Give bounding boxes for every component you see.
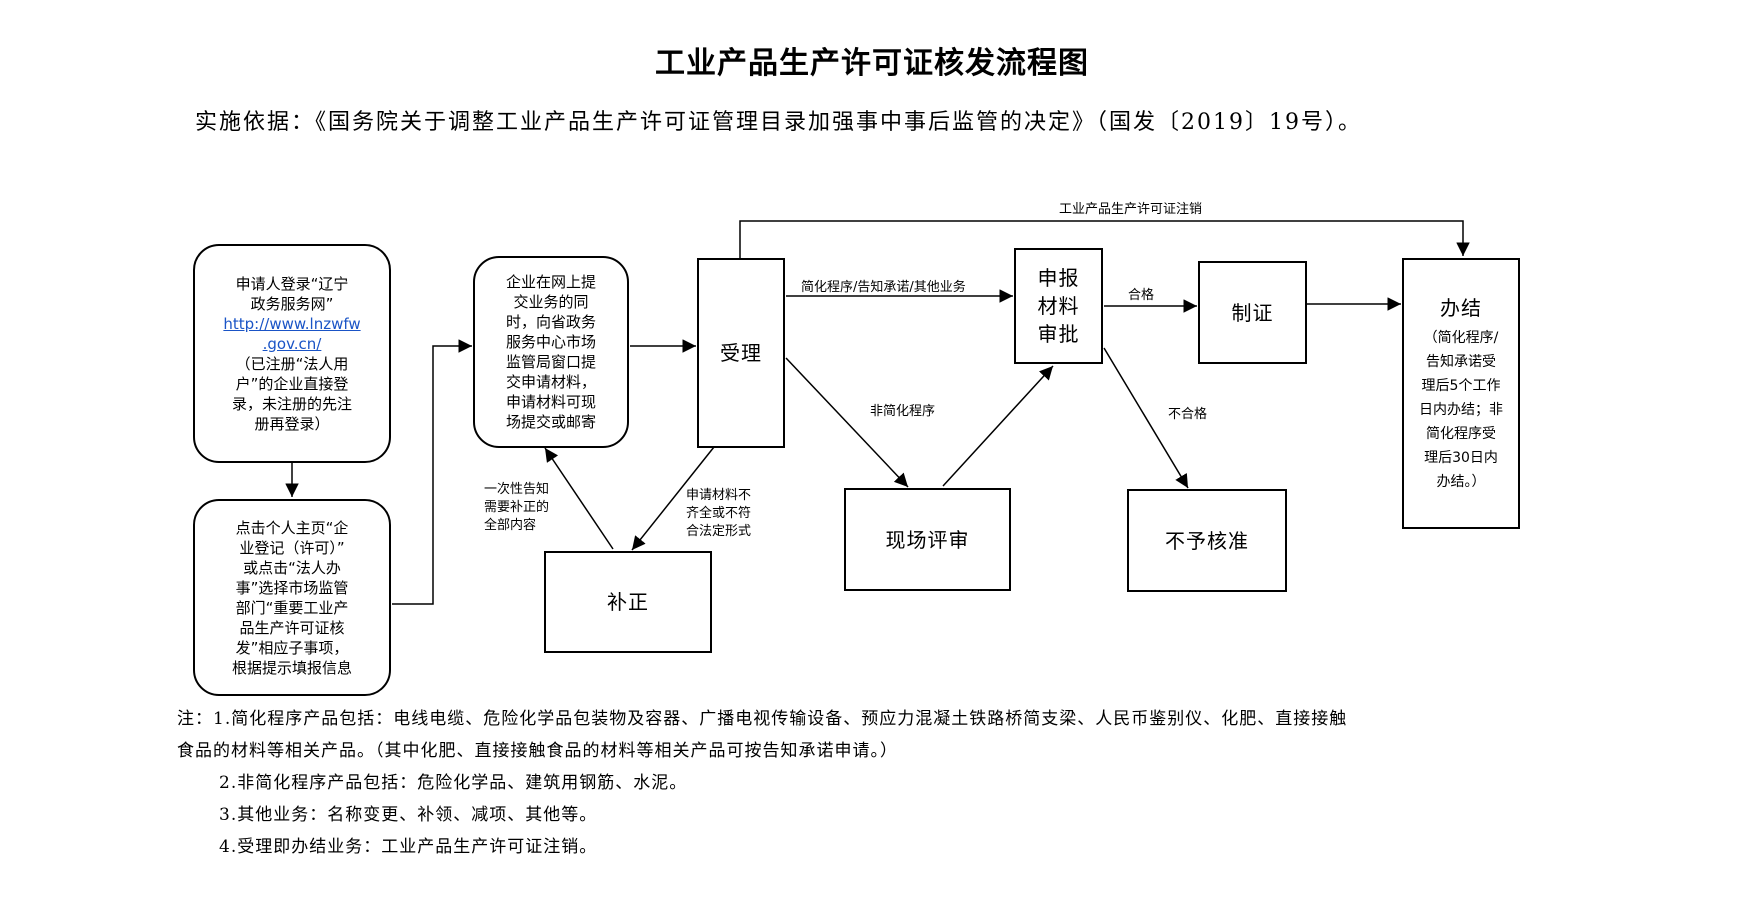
accept-box: 受理 [697,258,785,448]
login-step-box: 申请人登录“辽宁 政务服务网” http://www.lnzwfw .gov.c… [193,244,391,463]
edge-label-cancel: 工业产品生产许可证注销 [1059,202,1203,217]
arrow-accept-to-onsite [785,357,909,488]
complete-box: 办结 （简化程序/ 告知承诺受 理后5个工作 日内办结；非 简化程序受 理后30… [1402,258,1520,529]
submit-materials-box: 企业在网上提 交业务的同 时，向省政务 服务中心市场 监管局窗口提 交申请材料，… [473,256,629,448]
onsite-review-box: 现场评审 [844,488,1011,591]
edge-label-notify: 一次性告知 需要补正的 全部内容 [484,482,550,533]
portal-link-cont[interactable]: .gov.cn/ [262,334,322,353]
page-title: 工业产品生产许可证核发流程图 [655,46,1089,81]
issue-certificate-box: 制证 [1198,261,1307,364]
note-3: 3.其他业务：名称变更、补领、减项、其他等。 [219,805,598,825]
correction-box: 补正 [544,551,712,653]
edge-label-simplified: 简化程序/告知承诺/其他业务 [801,280,966,295]
note-1-line-2: 食品的材料等相关产品。（其中化肥、直接接触食品的材料等相关产品可按告知承诺申请。… [177,741,898,761]
legal-basis: 实施依据：《国务院关于调整工业产品生产许可证管理目录加强事中事后监管的决定》（国… [195,110,1362,135]
reject-box: 不予核准 [1127,489,1287,592]
arrow-click-to-submit [392,339,472,605]
edge-label-non-simplified: 非简化程序 [870,404,936,419]
edge-label-fail: 不合格 [1168,407,1208,422]
arrow-accept-to-correct [631,446,715,551]
edge-label-pass: 合格 [1128,288,1155,303]
review-box: 申报 材料 审批 [1014,248,1103,364]
arrow-correct-to-submit [544,447,614,550]
note-2: 2.非简化程序产品包括：危险化学品、建筑用钢筋、水泥。 [219,773,688,793]
arrow-accept-to-complete-cancel [739,220,1470,258]
arrow-review-to-reject [1103,347,1189,489]
select-item-step-box: 点击个人主页“企 业登记（许可）” 或点击“法人办 事”选择市场监管 部门“重要… [193,499,391,696]
note-1-line-1: 注：1.简化程序产品包括：电线电缆、危险化学品包装物及容器、广播电视传输设备、预… [177,709,1348,729]
portal-link[interactable]: http://www.lnzwfw [223,314,361,333]
edge-label-incomplete: 申请材料不 齐全或不符 合法定形式 [686,488,752,539]
arrow-onsite-to-review [942,365,1054,487]
note-4: 4.受理即办结业务：工业产品生产许可证注销。 [219,837,598,857]
